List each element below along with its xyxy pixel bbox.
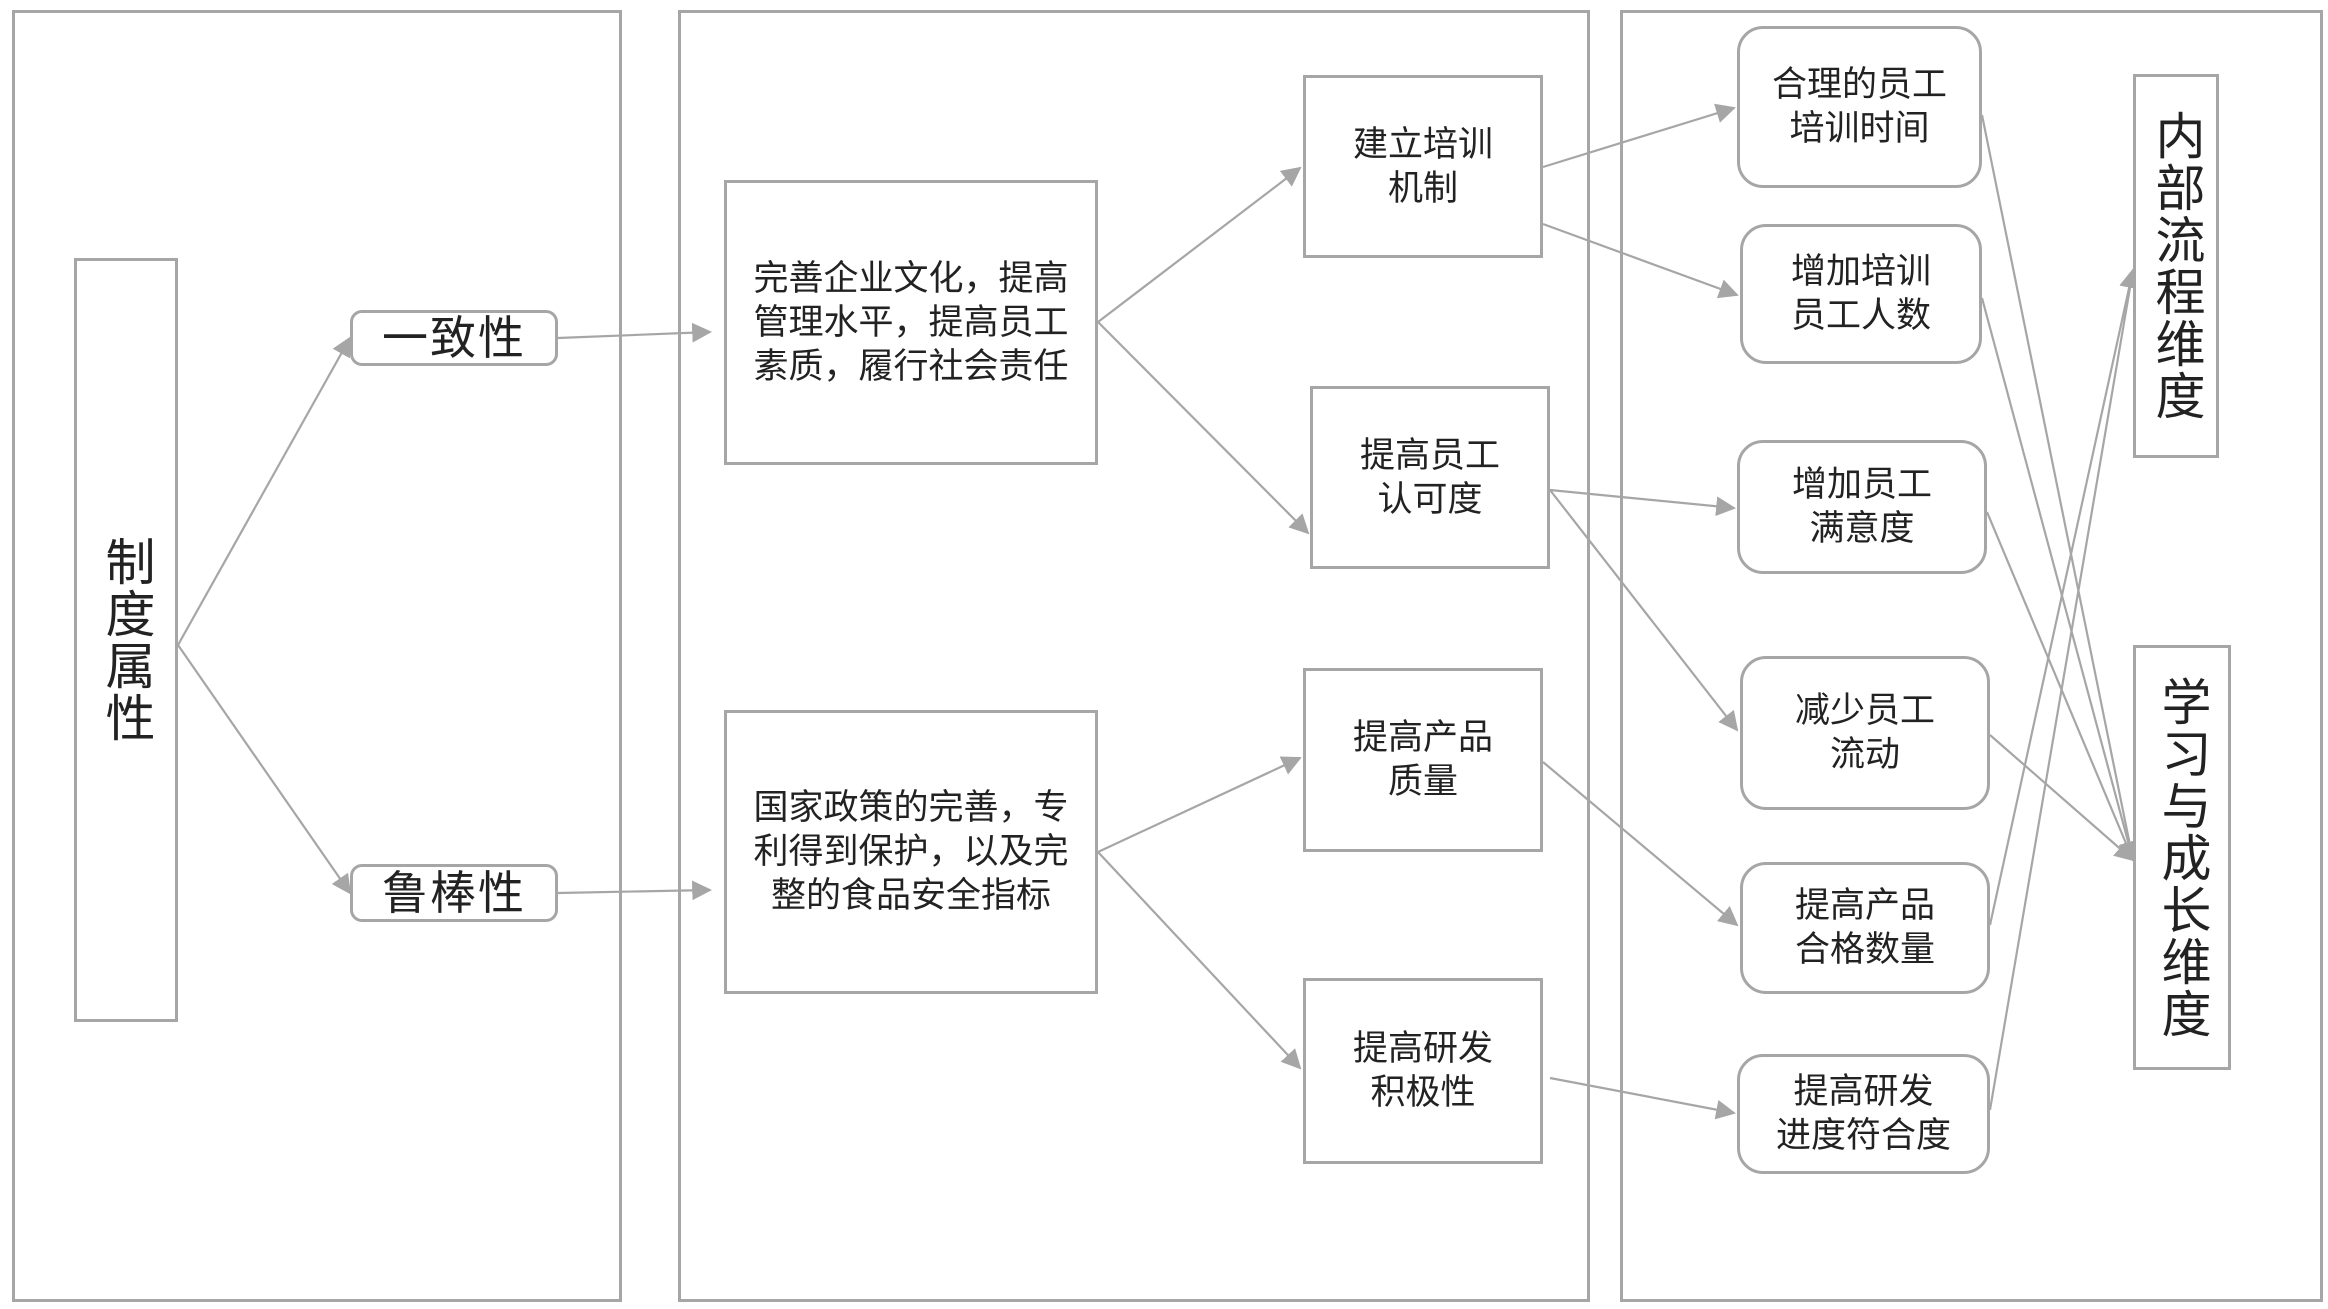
qualified-label: 提高产品 合格数量	[1794, 886, 1935, 970]
edge-training-traintime	[1542, 103, 1736, 169]
root-label: 制度属性	[97, 536, 156, 744]
edge-turnover-learning	[1989, 734, 2135, 862]
edge-policy-rnd	[1097, 851, 1302, 1070]
internal-process-label: 内部流程维度	[2147, 110, 2206, 422]
edge-quality-qualified	[1542, 761, 1739, 927]
policy-node: 国家政策的完善，专 利得到保护，以及完 整的食品安全指标	[724, 710, 1098, 994]
root-node: 制度属性	[74, 258, 178, 1022]
culture-label: 完善企业文化，提高 管理水平，提高员工 素质，履行社会责任	[753, 258, 1069, 387]
train-count-label: 增加培训 员工人数	[1790, 252, 1931, 336]
edge-progress-internal	[1988, 268, 2140, 1111]
middle-panel	[678, 10, 1590, 1302]
edge-robustness-policy	[557, 880, 712, 901]
learning-growth-node: 学习与成长维度	[2133, 645, 2231, 1070]
turnover-label: 减少员工 流动	[1794, 691, 1935, 775]
training-label: 建立培训 机制	[1352, 124, 1493, 209]
culture-node: 完善企业文化，提高 管理水平，提高员工 素质，履行社会责任	[724, 180, 1098, 465]
policy-label: 国家政策的完善，专 利得到保护，以及完 整的食品安全指标	[753, 788, 1069, 916]
right-panel	[1620, 10, 2323, 1302]
recognition-node: 提高员工 认可度	[1310, 386, 1550, 569]
training-node: 建立培训 机制	[1303, 75, 1543, 258]
learning-growth-label: 学习与成长维度	[2153, 675, 2212, 1040]
consistency-label: 一致性	[382, 311, 526, 365]
qualified-node: 提高产品 合格数量	[1740, 862, 1990, 994]
quality-label: 提高产品 质量	[1352, 718, 1493, 802]
robustness-label: 鲁棒性	[382, 866, 526, 920]
satisfaction-label: 增加员工 满意度	[1791, 465, 1932, 549]
train-time-label: 合理的员工 培训时间	[1771, 65, 1947, 149]
edge-rnd-progress	[1549, 1076, 1736, 1120]
edge-root-robustness	[177, 644, 352, 895]
left-panel	[12, 10, 622, 1302]
turnover-node: 减少员工 流动	[1740, 656, 1990, 810]
edge-traincount-learning	[1980, 297, 2138, 862]
edge-culture-recognition	[1097, 321, 1310, 535]
satisfaction-node: 增加员工 满意度	[1737, 440, 1987, 574]
rnd-node: 提高研发 积极性	[1303, 978, 1543, 1164]
edge-policy-quality	[1097, 756, 1302, 853]
edge-recognition-satisfaction	[1549, 488, 1736, 517]
edge-root-consistency	[177, 336, 351, 646]
edge-training-traincount	[1542, 222, 1739, 299]
robustness-node: 鲁棒性	[350, 864, 558, 922]
recognition-label: 提高员工 认可度	[1359, 435, 1500, 520]
edge-consistency-culture	[557, 322, 712, 343]
edge-recognition-turnover	[1549, 489, 1739, 732]
edge-qualified-internal	[1988, 268, 2139, 926]
edge-traintime-learning	[1980, 114, 2140, 862]
progress-label: 提高研发 进度符合度	[1775, 1072, 1951, 1156]
quality-node: 提高产品 质量	[1303, 668, 1543, 852]
edge-satisfaction-learning	[1985, 511, 2136, 862]
progress-node: 提高研发 进度符合度	[1737, 1054, 1990, 1174]
train-count-node: 增加培训 员工人数	[1740, 224, 1982, 364]
rnd-label: 提高研发 积极性	[1352, 1029, 1493, 1113]
edge-culture-training	[1097, 166, 1302, 323]
consistency-node: 一致性	[350, 310, 558, 366]
internal-process-node: 内部流程维度	[2133, 74, 2219, 458]
train-time-node: 合理的员工 培训时间	[1737, 26, 1982, 188]
